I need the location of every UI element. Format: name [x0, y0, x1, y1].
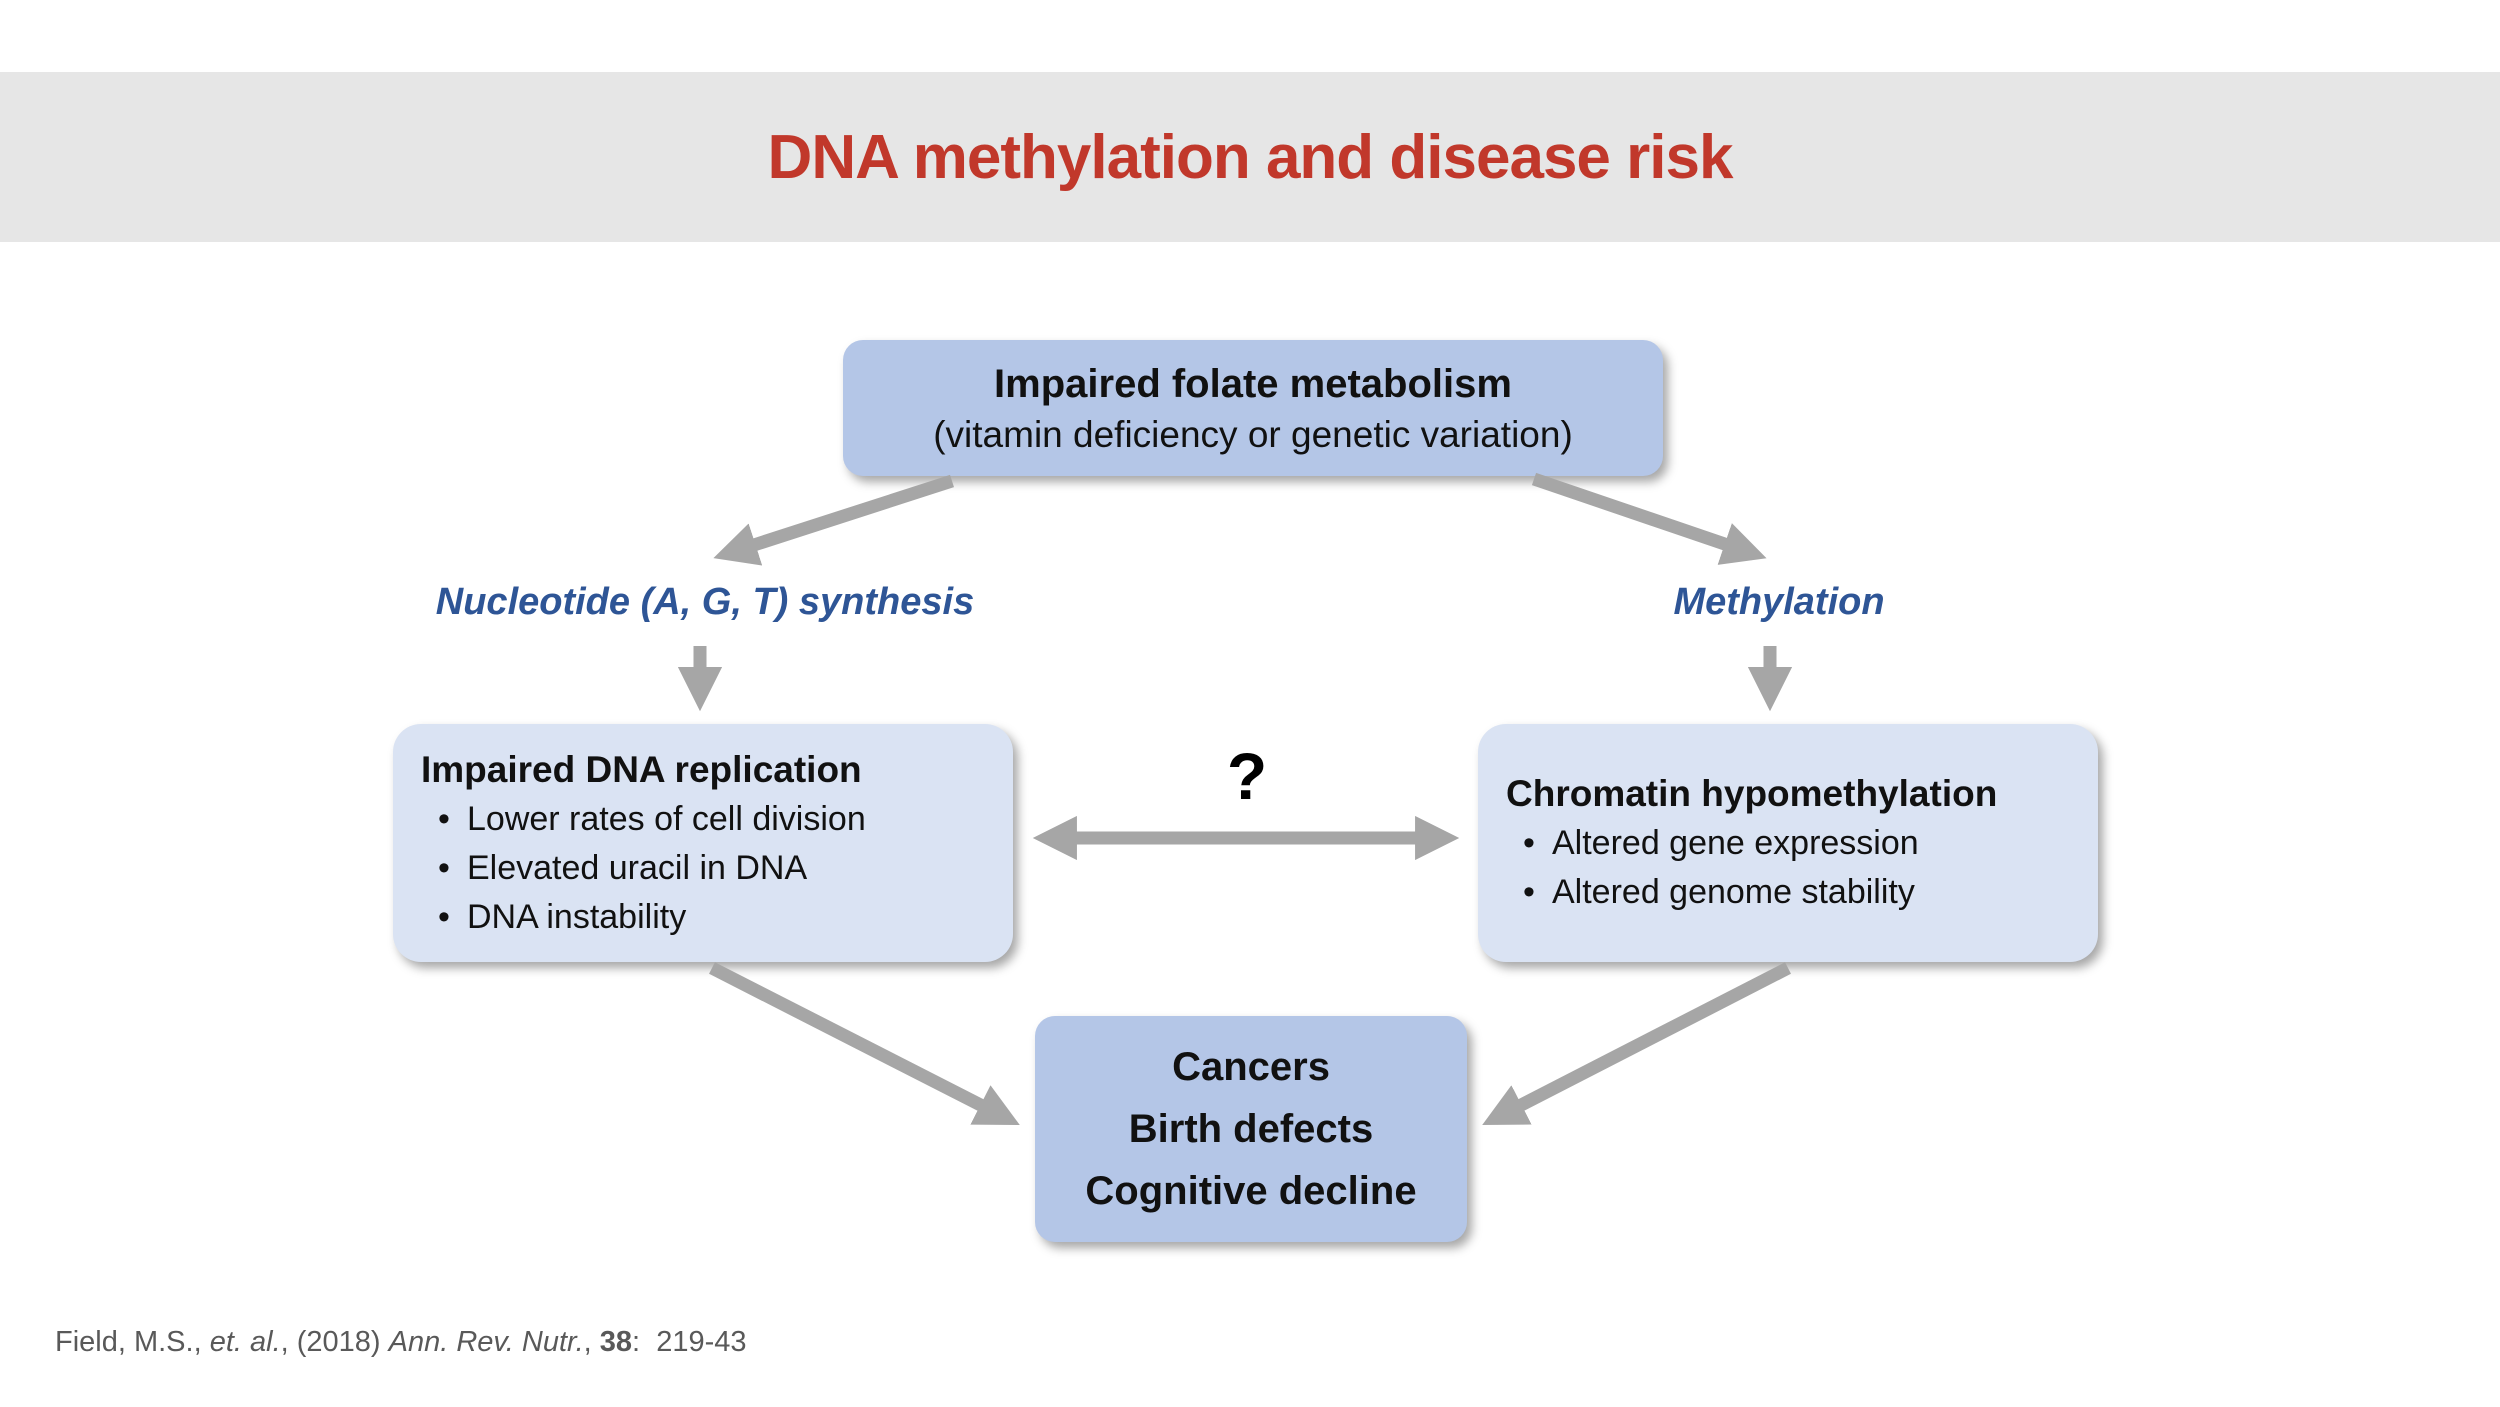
arrow-leftbox-to-outcomes: [709, 962, 1020, 1126]
right-box-title: Chromatin hypomethylation: [1506, 773, 1998, 814]
left-box-title: Impaired DNA replication: [421, 748, 862, 790]
arrow-rightbox-to-outcomes: [1482, 962, 1791, 1126]
citation-part: Field, M.S.,: [55, 1326, 210, 1358]
left-box-bullet-list: • Lower rates of cell division • Elevate…: [421, 795, 993, 942]
bullet-item: • Elevated uracil in DNA: [421, 844, 993, 893]
disease-outcomes-box: Cancers Birth defects Cognitive decline: [1035, 1016, 1467, 1242]
bullet-text: DNA instability: [467, 897, 687, 936]
bullet-text: Altered gene expression: [1552, 824, 1919, 862]
chromatin-hypomethylation-box: Chromatin hypomethylation • Altered gene…: [1478, 724, 2098, 962]
impaired-dna-replication-box: Impaired DNA replication • Lower rates o…: [393, 724, 1013, 962]
bullet-icon: •: [1523, 824, 1535, 862]
bullet-icon: •: [438, 848, 450, 887]
bullet-item: • DNA instability: [421, 893, 993, 942]
citation: Field, M.S., et. al., (2018) Ann. Rev. N…: [55, 1326, 747, 1359]
citation-part: Ann. Rev. Nutr.: [388, 1326, 584, 1358]
arrow-topbox-to-methylation: [1531, 472, 1767, 565]
citation-part: , (2018): [280, 1326, 389, 1358]
question-mark-label: ?: [1226, 739, 1268, 813]
bullet-text: Elevated uracil in DNA: [467, 848, 808, 887]
citation-part: et. al.: [209, 1326, 281, 1358]
bullet-item: • Lower rates of cell division: [421, 795, 993, 844]
outcome-line: Cognitive decline: [1085, 1169, 1417, 1213]
top-box-title: Impaired folate metabolism: [994, 361, 1512, 406]
bullet-item: • Altered gene expression: [1506, 819, 2078, 868]
bullet-item: • Altered genome stability: [1506, 868, 2078, 917]
bullet-icon: •: [438, 897, 450, 936]
right-box-bullet-list: • Altered gene expression • Altered geno…: [1506, 819, 2078, 917]
branch-label-methylation: Methylation: [1673, 581, 1885, 623]
citation-part: : 219-43: [632, 1326, 747, 1358]
citation-part: 38: [599, 1326, 633, 1358]
outcome-line: Birth defects: [1128, 1107, 1374, 1151]
title-band: DNA methylation and disease risk: [0, 72, 2500, 242]
impaired-folate-metabolism-box: Impaired folate metabolism (vitamin defi…: [843, 340, 1663, 476]
top-box-subtitle: (vitamin deficiency or genetic variation…: [933, 413, 1573, 455]
branch-label-nucleotide-synthesis: Nucleotide (A, G, T) synthesis: [435, 581, 975, 623]
bullet-text: Altered genome stability: [1552, 873, 1915, 911]
citation-part: ,: [583, 1326, 600, 1358]
outcome-line: Cancers: [1172, 1045, 1330, 1089]
bullet-text: Lower rates of cell division: [467, 799, 866, 838]
bullet-icon: •: [1523, 873, 1535, 911]
slide-title: DNA methylation and disease risk: [767, 122, 1734, 192]
bullet-icon: •: [438, 799, 450, 838]
arrow-topbox-to-nucleotide: [713, 474, 954, 566]
